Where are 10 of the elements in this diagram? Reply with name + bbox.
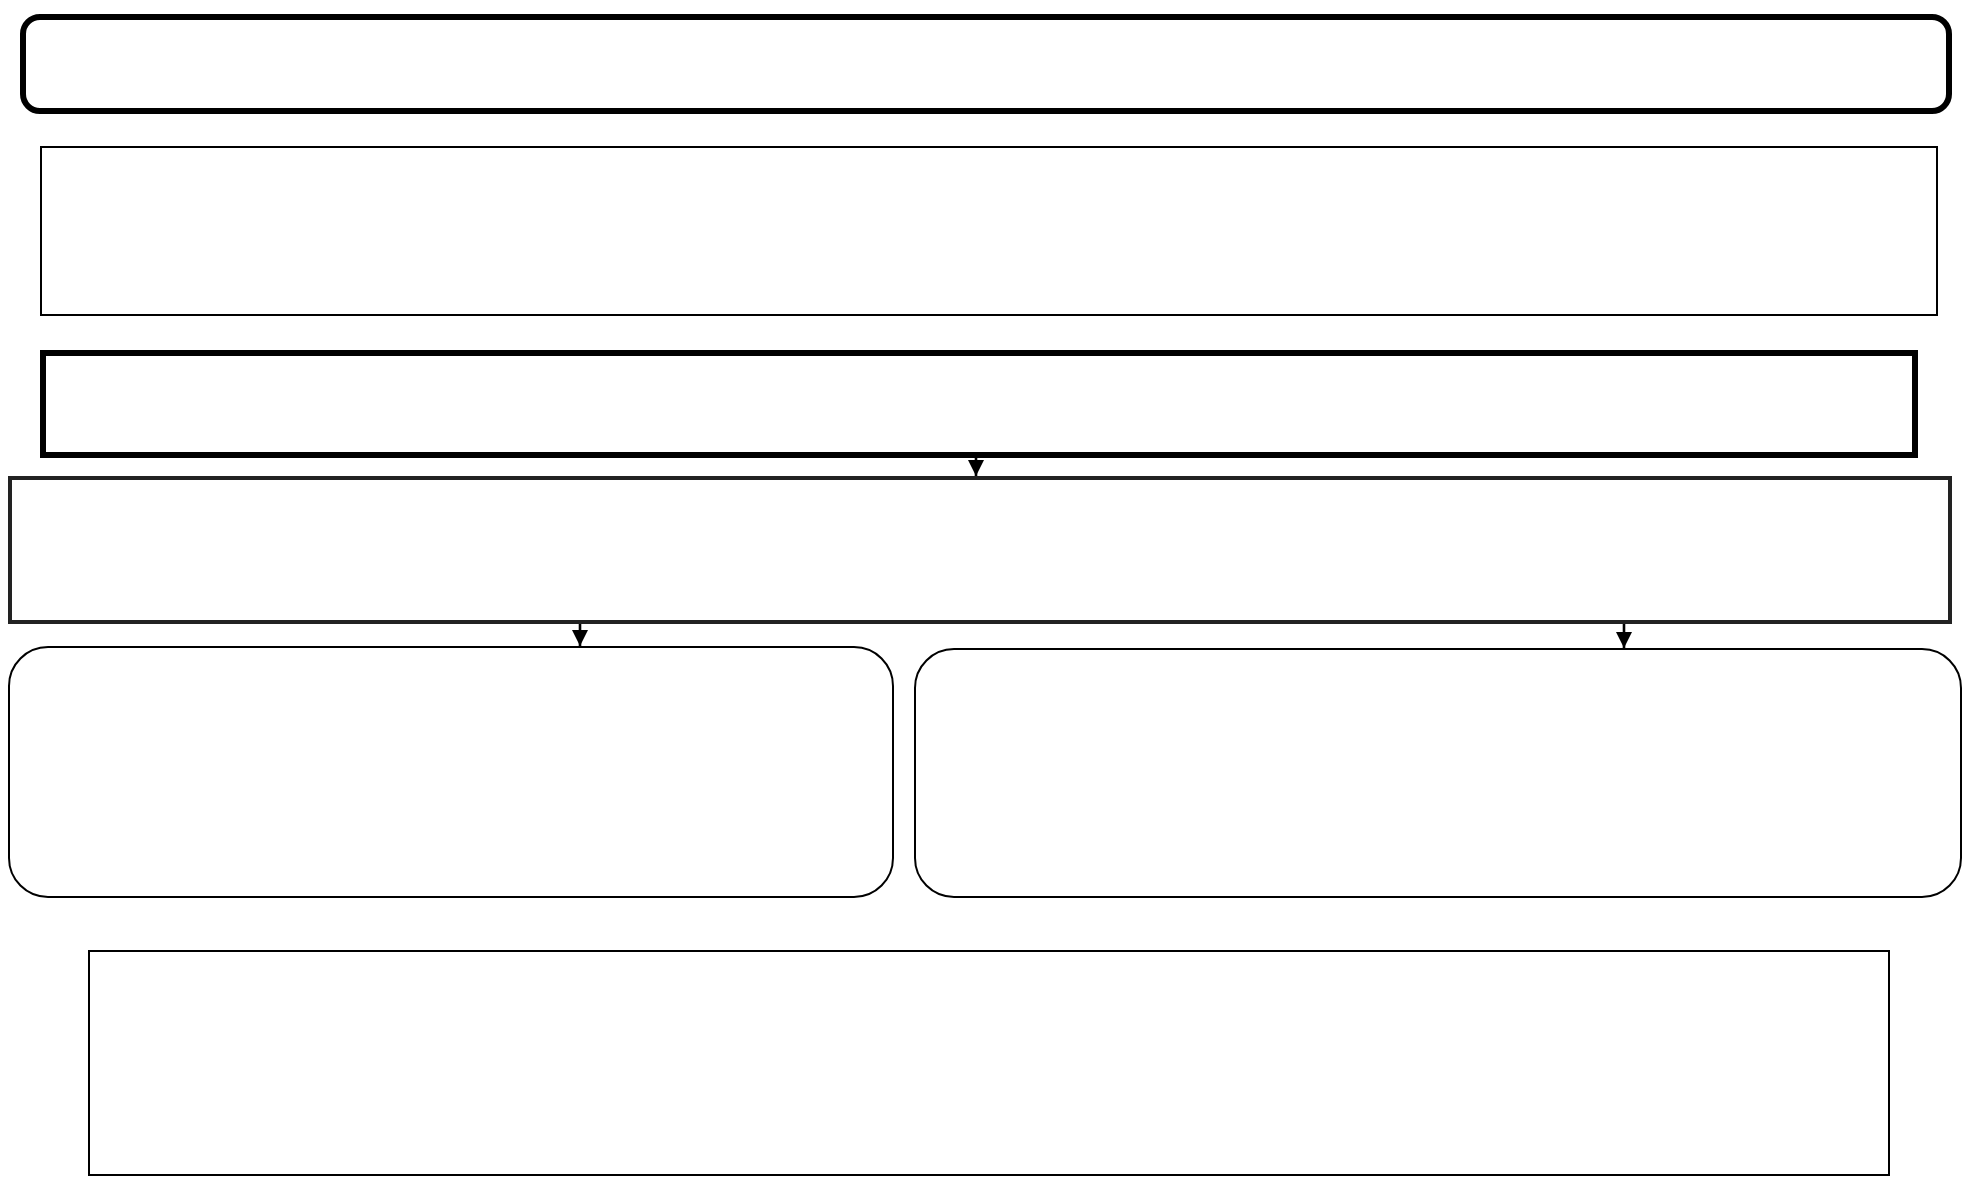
empty-box	[88, 950, 1890, 1176]
arrow	[572, 624, 588, 646]
arrow	[968, 458, 984, 476]
empty-box	[914, 648, 1962, 898]
empty-box	[40, 350, 1918, 458]
empty-box	[20, 14, 1952, 114]
empty-box	[8, 646, 894, 898]
empty-box	[40, 146, 1938, 316]
empty-box	[8, 476, 1952, 624]
arrow	[1616, 624, 1632, 648]
